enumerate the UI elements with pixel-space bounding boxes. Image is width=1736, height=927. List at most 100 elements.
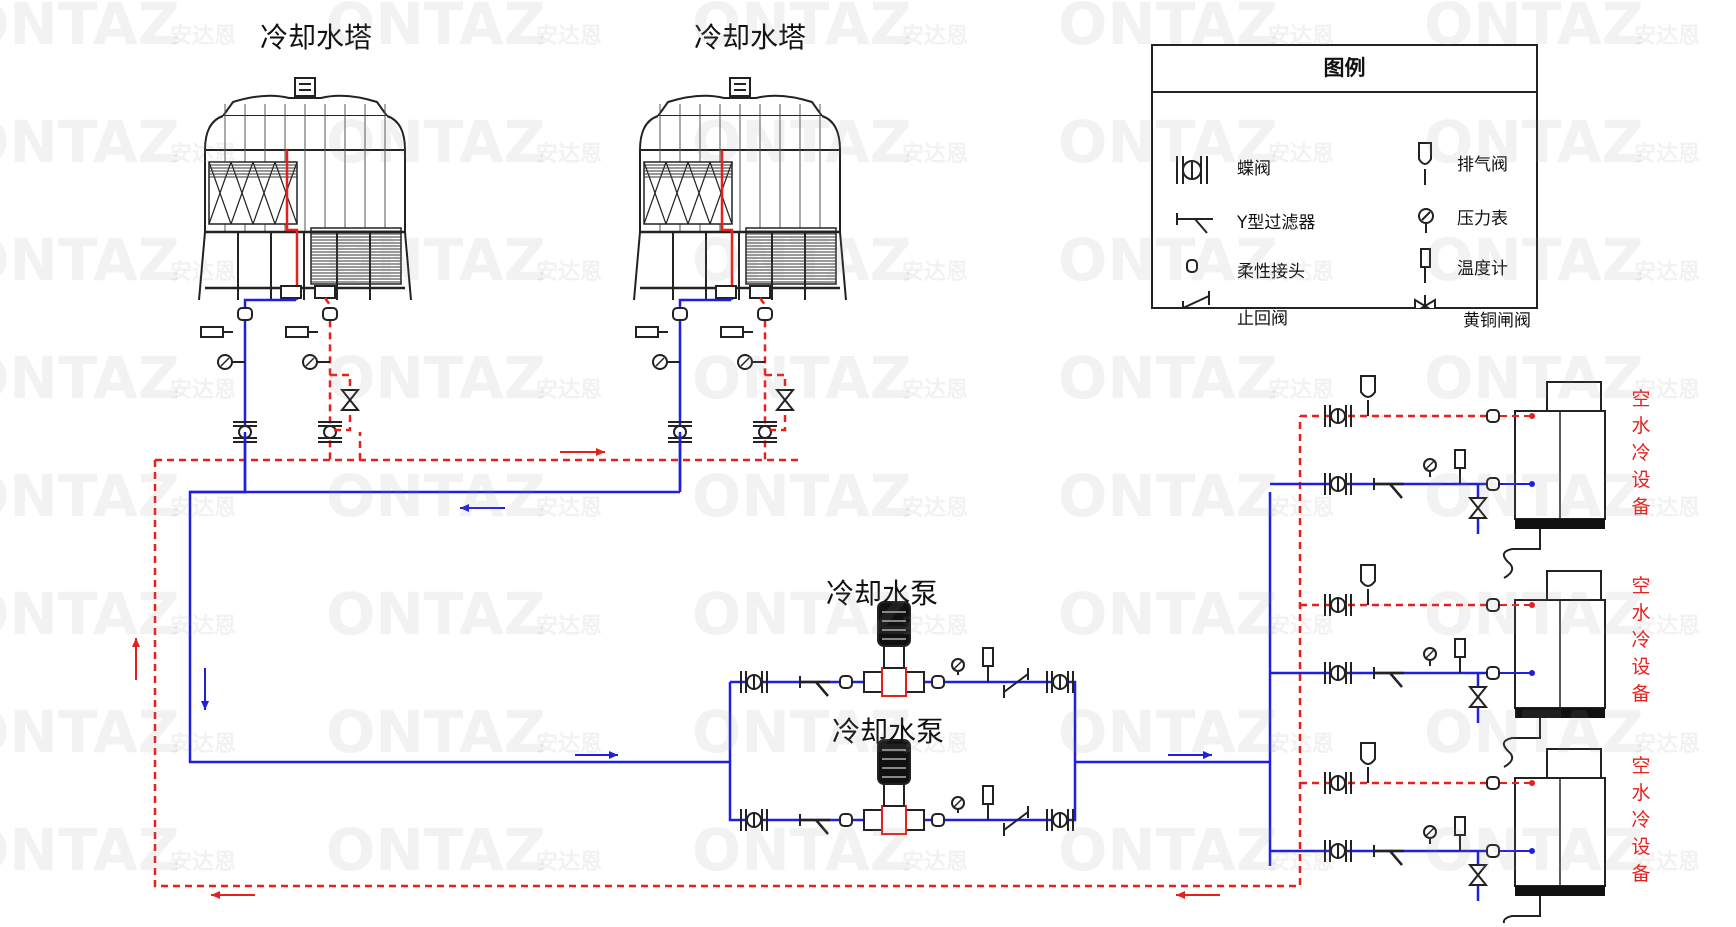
condensate-drain [1502,529,1541,579]
thermometer-icon [635,326,668,338]
main-piping [132,416,1302,899]
flexible-joint-icon [1486,477,1500,491]
pressure-gauge-icon [652,354,680,370]
y-strainer-icon [799,814,830,835]
condensate-drain [1502,718,1541,768]
cooling-tower-left [198,77,412,490]
butterfly-valve-icon [1324,662,1352,684]
butterfly-valve-icon [753,421,777,443]
y-strainer-icon [1373,667,1404,688]
flow-arrow [201,668,209,710]
brass-gate-valve-icon [1467,497,1489,519]
main-return-header [153,416,1302,888]
brass-gate-valve-icon [1467,686,1489,708]
tower-return-drop [758,297,767,460]
tower-return-drop [323,297,332,460]
pressure-gauge-icon [1418,208,1434,233]
flexible-joint-icon [322,307,338,321]
flow-arrow [575,751,618,759]
equipment-label-3: 空水冷设备 [1631,755,1651,885]
legend-item-6: 温度计 [1457,259,1508,279]
thermometer-icon [1454,449,1466,484]
pressure-gauge-icon [737,354,765,370]
pressure-gauge-icon [1423,458,1437,477]
pump-row-bottom [740,739,1074,836]
y-strainer-icon [1373,845,1404,866]
thermometer-icon [1454,816,1466,851]
butterfly-valve-icon [1176,156,1208,184]
butterfly-valve-icon [1046,809,1074,831]
legend-title: 图例 [1153,46,1536,93]
tower-title-left: 冷却水塔 [260,21,373,54]
air-vent-valve-icon [1418,142,1432,185]
flexible-joint-icon [931,675,945,689]
pump-motor-icon [877,739,911,785]
flexible-joint-icon [672,307,688,321]
pump-title-top: 冷却水泵 [826,577,939,610]
equipment-unit-1 [1270,375,1606,579]
legend-item-7: 止回阀 [1237,309,1288,329]
pump-row-top [740,601,1074,698]
equipment-label-1: 空水冷设备 [1631,388,1651,518]
butterfly-valve-icon [740,671,768,693]
butterfly-valve-icon [1046,671,1074,693]
flow-arrow [560,448,605,456]
flexible-joint-icon [839,675,853,689]
fan-motor-icon [294,77,316,97]
butterfly-valve-icon [1324,594,1352,616]
pressure-gauge-icon [951,796,965,813]
legend-box: 图例 蝶阀 排气阀 Y型过滤器 压力表 柔性接头 温度计 止回阀 黄铜闸阀 [1151,44,1538,331]
brass-gate-valve-icon [774,389,796,411]
pressure-gauge-icon [302,354,330,370]
pressure-gauge-icon [1423,825,1437,844]
pump-title-bottom: 冷却水泵 [832,715,945,748]
flexible-joint-icon [1486,844,1500,858]
condensate-drain [1502,896,1541,927]
legend-item-5: 柔性接头 [1237,262,1305,282]
flexible-joint-icon [1486,598,1500,612]
tower-title-right: 冷却水塔 [694,21,807,54]
check-valve-icon [1182,291,1210,308]
legend-item-3: Y型过滤器 [1237,213,1316,233]
pressure-gauge-icon [217,354,245,370]
legend-symbols [1176,142,1436,308]
y-strainer-icon [799,676,830,697]
butterfly-valve-icon [1324,405,1352,427]
y-strainer-icon [1373,478,1404,499]
tower-supply-drop [243,298,297,490]
equipment-unit-2 [1270,564,1606,768]
flow-arrow [211,891,255,899]
thermometer-icon [1454,638,1466,673]
flexible-joint-icon [1486,776,1500,790]
tower-bypass [330,373,352,432]
air-vent-valve-icon [1360,742,1376,783]
equipment-label-2: 空水冷设备 [1631,575,1651,705]
legend-item-8: 黄铜闸阀 [1463,311,1531,331]
flexible-joint-icon [757,307,773,321]
butterfly-valve-icon [1324,840,1352,862]
equipment-unit-3 [1270,742,1606,927]
tower-riser-red [720,150,734,300]
thermometer-icon [200,326,233,338]
flow-arrow [132,638,140,680]
thermometer-icon [285,326,318,338]
legend-item-2: 排气阀 [1457,155,1508,175]
butterfly-valve-icon [233,421,257,443]
flexible-joint-icon [839,813,853,827]
tower-riser-red [285,150,299,300]
pressure-gauge-icon [1423,647,1437,666]
pump-motor-icon [877,601,911,647]
brass-gate-valve-icon [1467,864,1489,886]
tower-bypass [765,373,787,432]
thermometer-icon [982,647,994,682]
flow-arrow [460,504,505,512]
flexible-joint-icon [1486,666,1500,680]
thermometer-icon [1420,248,1431,283]
butterfly-valve-icon [1324,772,1352,794]
flow-arrow [1176,891,1220,899]
thermometer-icon [982,785,994,820]
butterfly-valve-icon [1324,473,1352,495]
flexible-joint-icon [1186,259,1198,273]
